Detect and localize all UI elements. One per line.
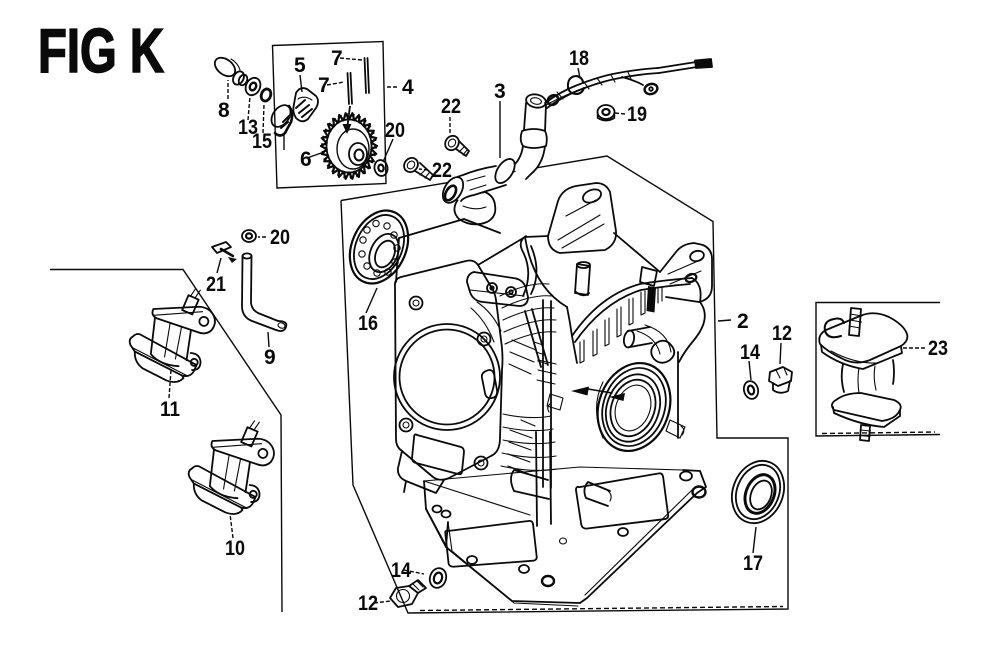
svg-text:2: 2 [737, 310, 749, 333]
svg-text:4: 4 [402, 76, 414, 99]
svg-text:3: 3 [494, 80, 506, 103]
svg-text:11: 11 [160, 398, 180, 421]
svg-text:13: 13 [238, 116, 258, 139]
svg-text:10: 10 [225, 537, 245, 560]
svg-text:12: 12 [358, 592, 378, 615]
svg-text:21: 21 [206, 273, 226, 296]
svg-text:22: 22 [441, 95, 461, 118]
svg-text:18: 18 [569, 47, 589, 70]
svg-text:8: 8 [218, 99, 230, 122]
svg-text:FIG K: FIG K [38, 17, 164, 86]
svg-text:12: 12 [772, 322, 792, 345]
svg-text:19: 19 [627, 103, 647, 126]
svg-text:7: 7 [331, 47, 343, 70]
svg-text:14: 14 [740, 341, 760, 364]
svg-text:5: 5 [294, 54, 306, 77]
svg-text:15: 15 [252, 130, 272, 153]
svg-text:17: 17 [743, 552, 763, 575]
svg-text:6: 6 [300, 148, 312, 171]
svg-text:23: 23 [928, 337, 948, 360]
svg-text:14: 14 [391, 559, 411, 582]
svg-text:7: 7 [318, 74, 330, 97]
svg-text:22: 22 [432, 159, 452, 182]
svg-text:9: 9 [264, 346, 276, 369]
svg-text:20: 20 [270, 226, 290, 249]
svg-text:16: 16 [358, 312, 378, 335]
svg-text:20: 20 [385, 119, 405, 142]
